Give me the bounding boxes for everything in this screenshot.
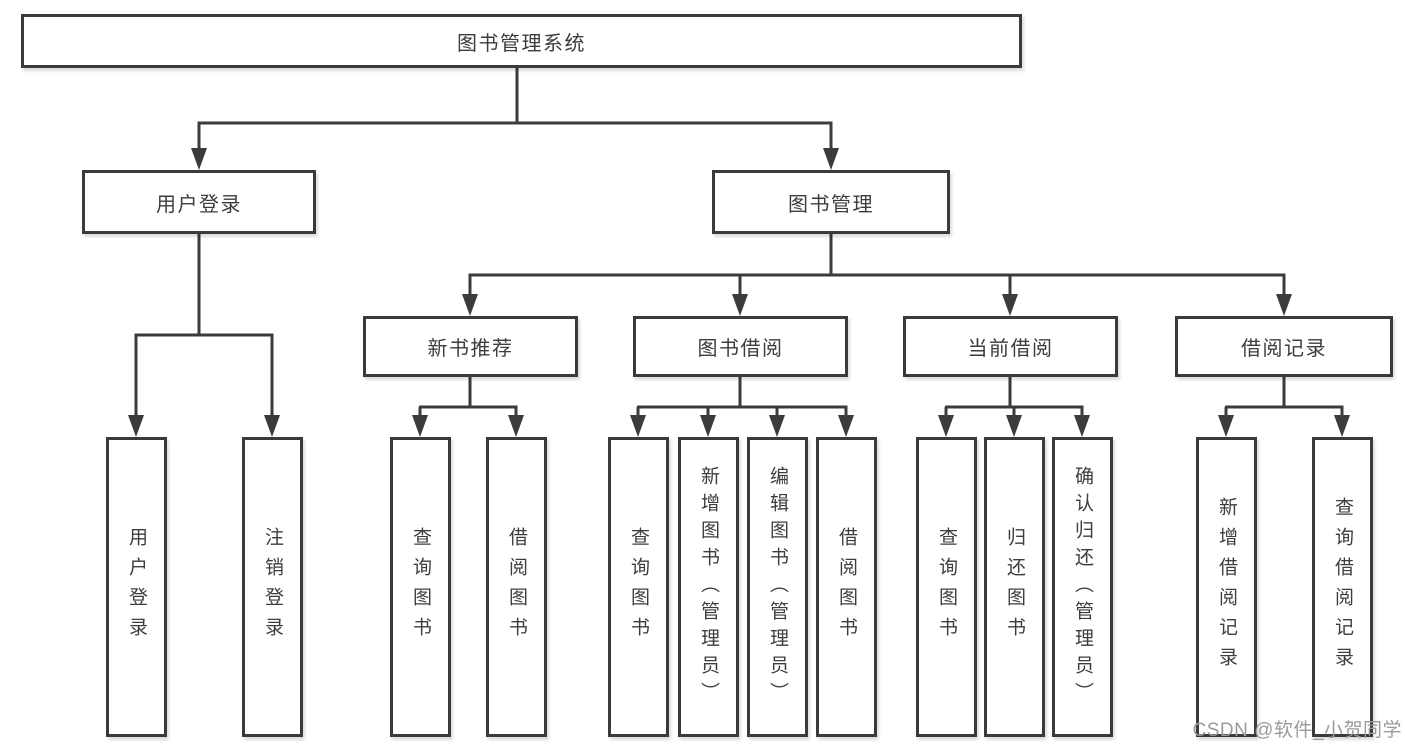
node-user-login: 用户登录 [82, 170, 316, 234]
leaf-query-book-current: 查询图书 [916, 437, 977, 737]
leaf-user-login: 用户登录 [106, 437, 167, 737]
leaf-logout: 注销登录 [242, 437, 303, 737]
leaf-confirm-return-admin: 确认归还（管理员） [1052, 437, 1113, 737]
csdn-watermark: CSDN @软件_小贺同学 [1192, 720, 1402, 741]
node-borrow-records: 借阅记录 [1175, 316, 1393, 377]
leaf-query-borrow-record: 查询借阅记录 [1312, 437, 1373, 737]
node-root: 图书管理系统 [21, 14, 1022, 68]
leaf-edit-book-admin: 编辑图书（管理员） [747, 437, 808, 737]
node-book-borrow: 图书借阅 [633, 316, 848, 377]
leaf-add-book-admin: 新增图书（管理员） [678, 437, 739, 737]
leaf-query-book-recommend: 查询图书 [390, 437, 451, 737]
node-current-borrow: 当前借阅 [903, 316, 1118, 377]
leaf-borrow-book: 借阅图书 [816, 437, 877, 737]
node-new-book-recommend: 新书推荐 [363, 316, 578, 377]
leaf-return-book: 归还图书 [984, 437, 1045, 737]
leaf-add-borrow-record: 新增借阅记录 [1196, 437, 1257, 737]
leaf-query-book-borrow: 查询图书 [608, 437, 669, 737]
node-book-management: 图书管理 [712, 170, 950, 234]
leaf-borrow-book-recommend: 借阅图书 [486, 437, 547, 737]
